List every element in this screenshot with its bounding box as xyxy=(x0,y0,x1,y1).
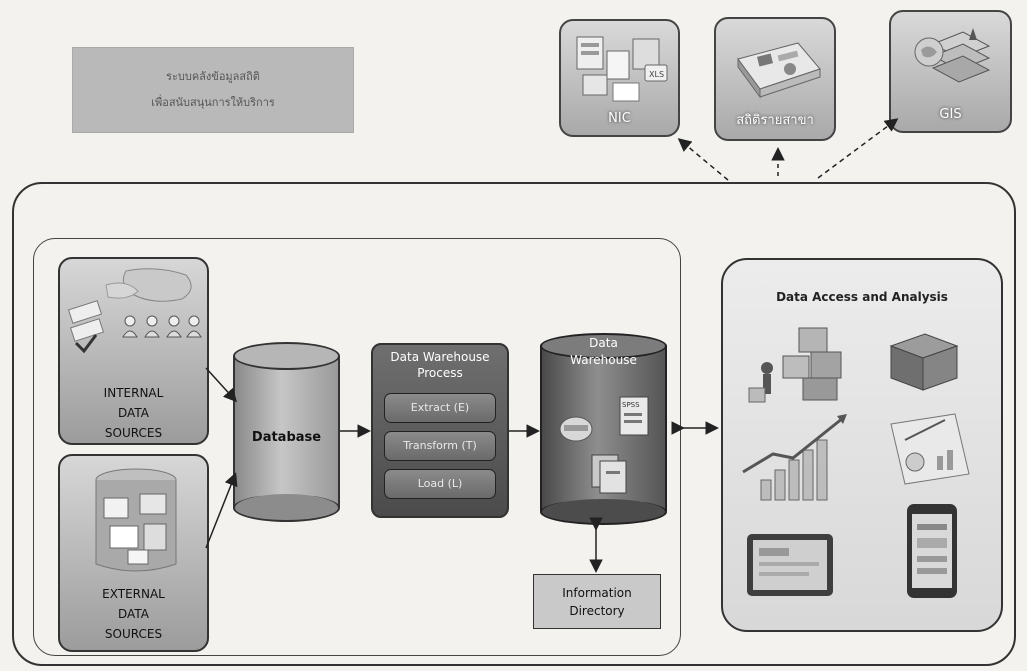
report-charts-icon xyxy=(890,413,970,485)
data-access-title: Data Access and Analysis xyxy=(776,290,948,304)
information-directory-box[interactable]: Information Directory xyxy=(533,574,661,629)
cube-icon xyxy=(889,333,959,391)
system-title-box: ระบบคลังข้อมูลสถิติ เพื่อสนับสนุนการให้บ… xyxy=(72,47,354,133)
output-nic-card[interactable]: XLS NIC xyxy=(559,19,680,137)
database-cylinder[interactable]: Database xyxy=(233,342,340,522)
system-title-line2: เพื่อสนับสนุนการให้บริการ xyxy=(151,96,275,109)
step-transform[interactable]: Transform (T) xyxy=(384,431,496,461)
step-extract[interactable]: Extract (E) xyxy=(384,393,496,423)
svg-text:SPSS: SPSS xyxy=(622,401,640,409)
output-gis-card[interactable]: GIS xyxy=(889,10,1012,133)
output-gis-label: GIS xyxy=(939,107,962,122)
external-data-sources-card[interactable]: EXTERNAL DATA SOURCES xyxy=(58,454,209,652)
people-network-icon xyxy=(67,268,202,354)
map-layers-icon xyxy=(903,22,998,97)
data-warehouse-cylinder[interactable]: Data Warehouse SPSS xyxy=(540,333,667,525)
external-sources-label: EXTERNAL DATA SOURCES xyxy=(102,587,165,641)
database-label: Database xyxy=(251,430,322,445)
data-warehouse-label: Data Warehouse xyxy=(570,336,637,367)
data-access-panel[interactable]: Data Access and Analysis xyxy=(721,258,1003,632)
internal-data-sources-card[interactable]: INTERNAL DATA SOURCES xyxy=(58,257,209,445)
dw-process-box[interactable]: Data Warehouse Process Extract (E) Trans… xyxy=(371,343,509,518)
bar-growth-icon xyxy=(742,414,847,501)
dw-process-title: Data Warehouse Process xyxy=(390,350,490,380)
server-icon xyxy=(559,416,593,442)
system-title-line1: ระบบคลังข้อมูลสถิติ xyxy=(166,70,260,83)
files-icon xyxy=(591,454,627,494)
warehouse-contents-icons: SPSS xyxy=(559,396,649,494)
spss-doc-icon: SPSS xyxy=(619,396,649,436)
internal-sources-label: INTERNAL DATA SOURCES xyxy=(103,386,164,440)
system-outer-frame xyxy=(12,182,1016,666)
output-sector-stats-card[interactable]: สถิติรายสาขา xyxy=(714,17,836,141)
output-sector-stats-label: สถิติรายสาขา xyxy=(736,113,814,128)
arrow-to-nic xyxy=(677,138,729,181)
warehouse-inner-frame xyxy=(33,238,681,656)
output-nic-label: NIC xyxy=(608,111,631,126)
tablet-icon xyxy=(747,534,833,596)
cubes-people-icon xyxy=(748,327,842,403)
files-cylinder-icon xyxy=(95,468,177,572)
svg-text:XLS: XLS xyxy=(649,70,664,79)
report-book-icon xyxy=(728,29,822,105)
documents-icon: XLS xyxy=(573,31,668,102)
smartphone-icon xyxy=(907,504,957,598)
step-load[interactable]: Load (L) xyxy=(384,469,496,499)
